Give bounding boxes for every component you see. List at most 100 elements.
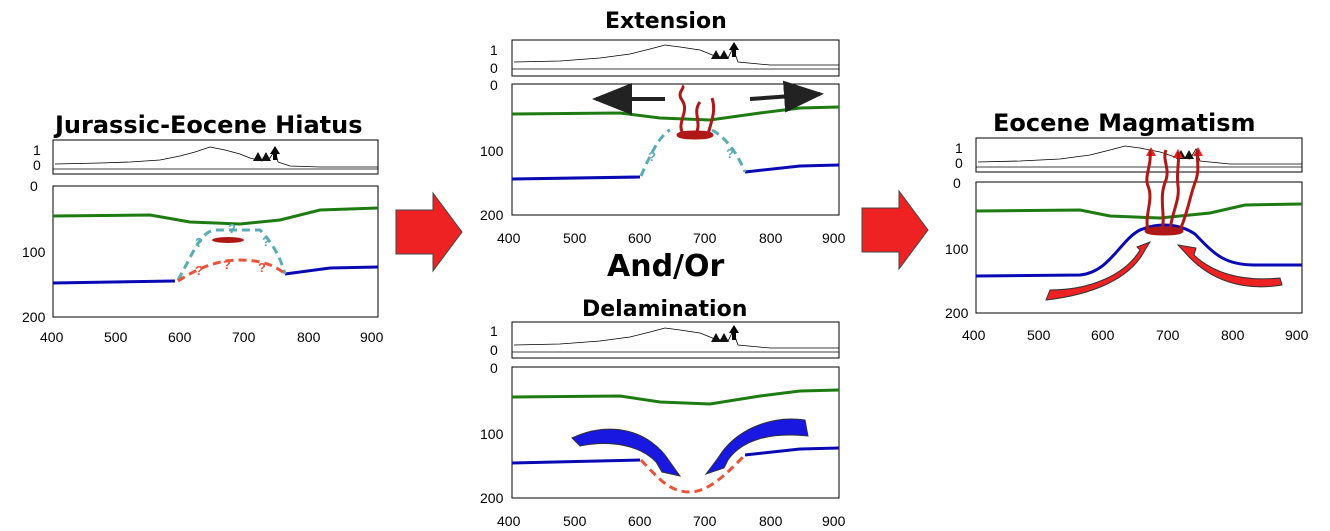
svg-text:100: 100 [22, 244, 46, 260]
section-delamination: 0 100 200 400 500 600 700 800 900 [480, 360, 846, 529]
topo-strip-magmatism: 1 0 [955, 137, 1303, 173]
section-hiatus: 0 100 200 ? ? ? ? ? ? 400 500 600 700 80… [22, 178, 384, 345]
svg-text:500: 500 [1027, 327, 1051, 343]
arrow-right-icon [861, 189, 929, 271]
svg-text:0: 0 [490, 360, 498, 376]
topo-strip-hiatus: 1 0 [33, 139, 379, 175]
svg-text:100: 100 [480, 143, 504, 159]
svg-text:0: 0 [490, 342, 498, 358]
panel-magmatism: Eocene Magmatism 1 0 0 100 200 [945, 109, 1309, 343]
volcano-triangle-icon [1146, 147, 1203, 158]
panel-hiatus: Jurassic-Eocene Hiatus 1 0 0 100 200 ? ?… [22, 111, 384, 345]
lab-line-left [511, 458, 641, 465]
svg-text:100: 100 [945, 241, 969, 257]
svg-text:700: 700 [232, 329, 256, 345]
flow-arrow-icon [571, 428, 682, 477]
dashed-lower-boundary [177, 258, 287, 283]
arrow-right-icon [395, 191, 463, 273]
svg-text:800: 800 [759, 230, 783, 246]
svg-text:400: 400 [40, 329, 64, 345]
title-delamination: Delamination [582, 297, 747, 322]
lab-line-right [284, 265, 379, 276]
svg-text:400: 400 [497, 513, 521, 529]
topo-strip-extension: 1 0 [490, 39, 840, 77]
svg-text:700: 700 [693, 513, 717, 529]
volcano-triangle-icon [711, 333, 729, 342]
svg-text:600: 600 [628, 513, 652, 529]
section-extension: 0 100 200 ? ? 400 500 600 700 800 900 [480, 77, 846, 246]
svg-text:400: 400 [962, 327, 986, 343]
extension-arrow-right-icon [749, 80, 824, 113]
svg-text:?: ? [195, 263, 203, 278]
svg-text:600: 600 [1091, 327, 1115, 343]
arrow-up-icon [270, 146, 280, 160]
svg-text:200: 200 [480, 207, 504, 223]
magma-conduit-icon [1144, 149, 1200, 236]
lab-line-left [511, 175, 641, 181]
svg-text:0: 0 [955, 155, 963, 171]
flow-arrow-icon [704, 418, 809, 475]
lab-line-right [744, 163, 840, 174]
title-extension: Extension [605, 9, 727, 34]
svg-text:?: ? [223, 257, 231, 272]
svg-text:700: 700 [693, 230, 717, 246]
svg-text:?: ? [262, 234, 270, 249]
svg-text:100: 100 [480, 426, 504, 442]
svg-text:800: 800 [297, 329, 321, 345]
volcano-triangle-icon [253, 152, 271, 161]
dashed-lower-boundary [639, 453, 747, 494]
svg-text:800: 800 [759, 513, 783, 529]
svg-text:0: 0 [953, 175, 961, 191]
svg-text:?: ? [726, 146, 734, 161]
svg-text:0: 0 [490, 77, 498, 93]
lab-line [975, 223, 1302, 278]
magma-conduit-icon [676, 84, 716, 140]
lab-line-right [744, 446, 840, 457]
moho-line [52, 206, 379, 226]
topo-strip-delamination: 1 0 [490, 321, 840, 359]
arrow-up-icon [729, 42, 739, 57]
dashed-upper-boundary [639, 128, 747, 177]
title-andor: And/Or [607, 249, 725, 284]
svg-text:200: 200 [945, 305, 969, 321]
magma-sill-icon [212, 237, 244, 243]
section-magmatism: 0 100 200 400 500 600 700 800 900 [945, 149, 1309, 343]
svg-text:1: 1 [490, 323, 498, 339]
svg-text:?: ? [258, 260, 266, 275]
svg-text:900: 900 [822, 513, 846, 529]
arrow-up-icon [729, 325, 739, 340]
svg-text:500: 500 [104, 329, 128, 345]
svg-text:0: 0 [30, 178, 38, 194]
svg-text:?: ? [648, 149, 656, 164]
svg-text:900: 900 [822, 230, 846, 246]
panel-extension: Extension 1 0 0 100 200 ? ? [480, 9, 846, 246]
svg-text:500: 500 [563, 513, 587, 529]
svg-text:1: 1 [490, 42, 498, 58]
title-magmatism: Eocene Magmatism [993, 109, 1256, 137]
svg-text:900: 900 [1285, 327, 1309, 343]
moho-line [511, 105, 840, 122]
dashed-upper-boundary [176, 228, 287, 281]
svg-text:600: 600 [168, 329, 192, 345]
flow-arrow-icon [1045, 240, 1152, 301]
panel-delamination: Delamination 1 0 0 100 200 400 500 600 7… [480, 297, 846, 529]
svg-text:?: ? [228, 221, 236, 236]
svg-text:200: 200 [480, 490, 504, 506]
svg-text:1: 1 [33, 142, 41, 158]
moho-line [975, 202, 1303, 220]
lab-line-left [52, 279, 176, 285]
svg-text:1: 1 [955, 140, 963, 156]
svg-text:900: 900 [360, 329, 384, 345]
svg-text:800: 800 [1221, 327, 1245, 343]
svg-text:0: 0 [490, 60, 498, 76]
flow-arrow-icon [1176, 244, 1283, 288]
moho-line [511, 388, 840, 406]
svg-text:700: 700 [1156, 327, 1180, 343]
svg-text:600: 600 [628, 230, 652, 246]
volcano-triangle-icon [711, 50, 729, 59]
svg-text:200: 200 [22, 309, 46, 325]
svg-text:400: 400 [497, 230, 521, 246]
title-hiatus: Jurassic-Eocene Hiatus [53, 111, 363, 139]
svg-text:500: 500 [563, 230, 587, 246]
